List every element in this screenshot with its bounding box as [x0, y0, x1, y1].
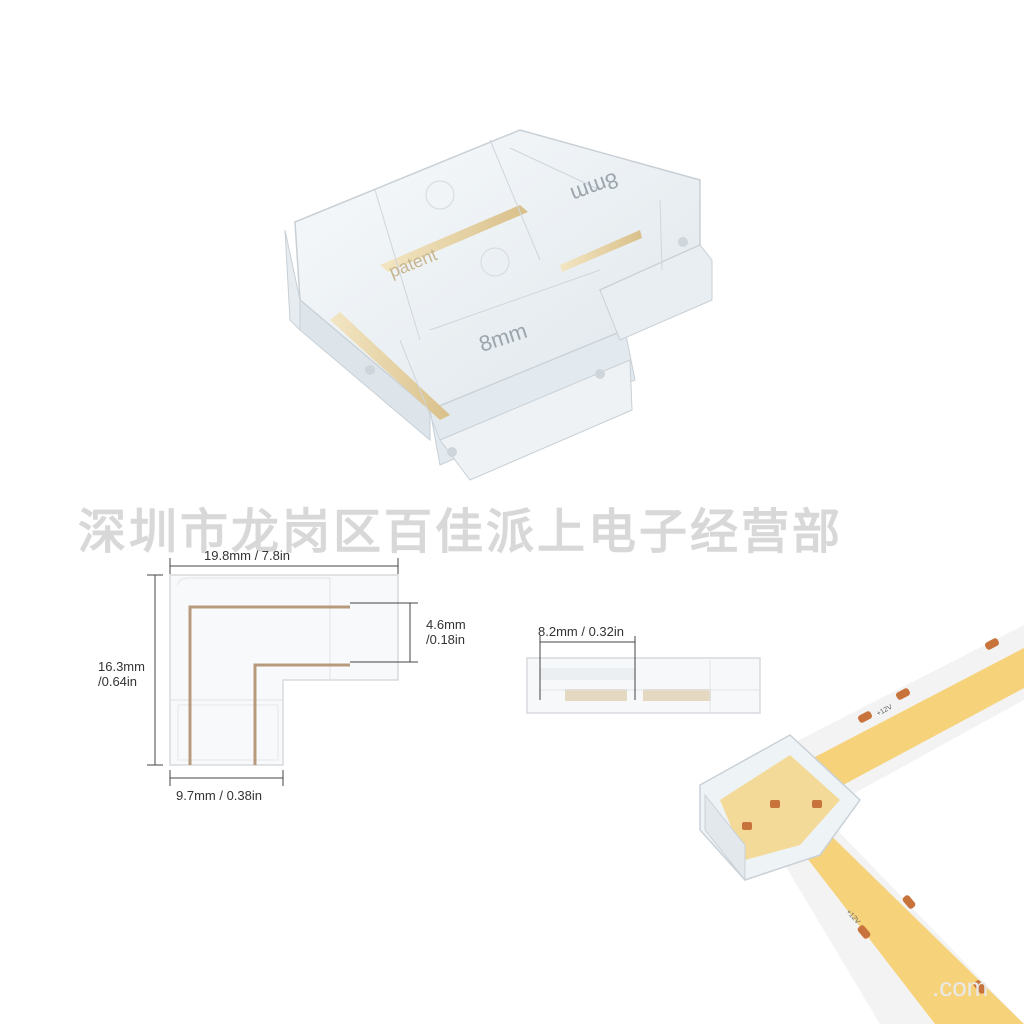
connector-screw	[678, 237, 688, 247]
connector-bottom-arm	[439, 359, 633, 481]
side-view-outline	[526, 657, 761, 714]
connector-right-side	[599, 244, 713, 341]
site-watermark-tail: .com	[932, 972, 989, 1002]
slot-label-mm: 4.6mm	[426, 617, 466, 632]
side-width-label: 8.2mm / 0.32in	[538, 624, 624, 639]
slot-dimension	[350, 602, 418, 663]
height-dimension	[147, 574, 163, 766]
connector-screw	[595, 369, 605, 379]
led-strip-upper-phosphor	[790, 648, 1024, 800]
contact-inner	[253, 663, 350, 765]
connector-pin-hole	[425, 180, 455, 210]
connector-pin-hole	[480, 247, 510, 277]
height-label: 16.3mm /0.64in	[98, 659, 145, 689]
top-view-outline	[169, 574, 399, 766]
height-label-in: /0.64in	[98, 674, 138, 689]
shop-watermark: 深圳市龙岗区百佳派上电子经营部	[78, 504, 844, 560]
led-strip-lower-phosphor	[770, 810, 1024, 1024]
gold-contact-left	[330, 312, 450, 420]
arm-width-label: 9.7mm / 0.38in	[176, 788, 262, 803]
connector-screw	[447, 447, 457, 457]
gold-contact-right	[560, 230, 642, 272]
height-label-mm: 16.3mm	[98, 659, 145, 674]
side-contact-right	[643, 689, 711, 701]
side-width-dimension	[539, 636, 636, 700]
slot-label: 4.6mm /0.18in	[426, 617, 466, 647]
arm-dimension	[169, 770, 284, 786]
contact-outer	[188, 605, 350, 765]
width-label: 19.8mm / 7.8in	[204, 548, 290, 563]
width-dimension	[169, 558, 399, 574]
slot-label-in: /0.18in	[426, 632, 466, 647]
side-contact-left	[565, 689, 627, 701]
connector-screw	[365, 365, 375, 375]
gold-contact-top	[380, 205, 528, 272]
